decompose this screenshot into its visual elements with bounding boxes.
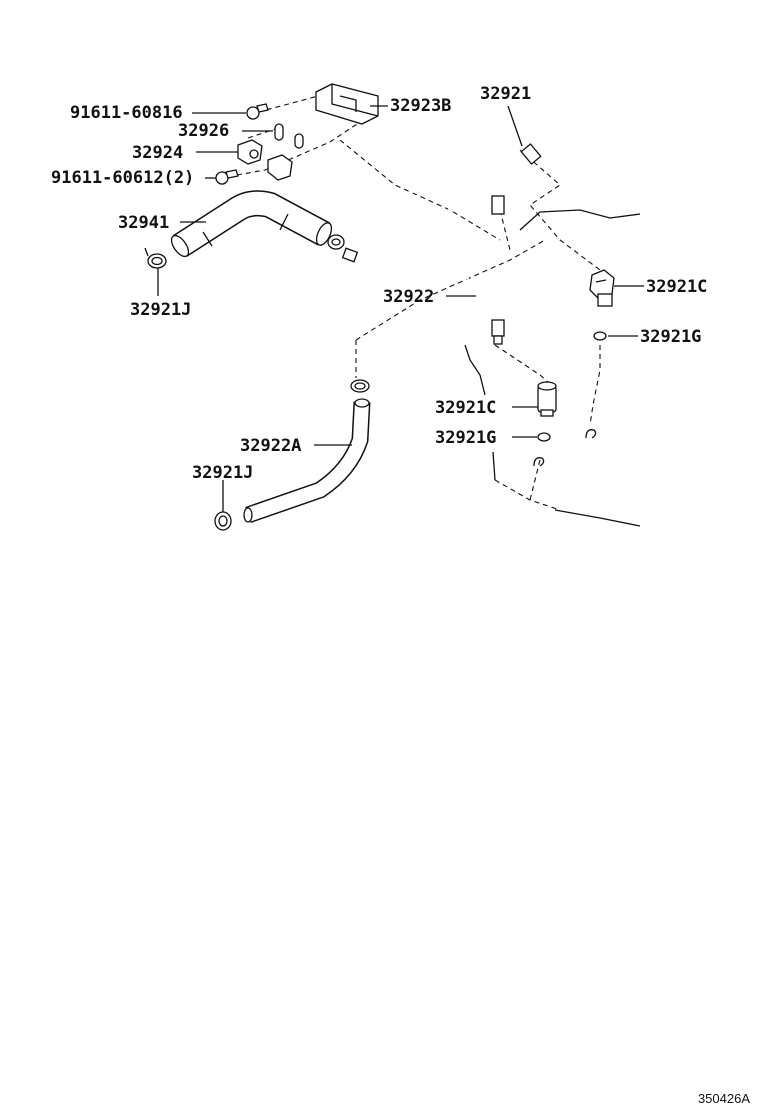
- label-32921C-mid: 32921C: [435, 398, 496, 418]
- label-32921G-mid: 32921G: [435, 428, 496, 448]
- label-32923B: 32923B: [390, 96, 451, 116]
- clamp-32922A-top[interactable]: [350, 379, 370, 393]
- clamp-32921J-top[interactable]: [144, 247, 167, 269]
- pipe-32922[interactable]: [446, 160, 505, 345]
- clamp-32921J-bottom[interactable]: [214, 511, 232, 531]
- connector-32921C-right[interactable]: [589, 269, 615, 307]
- label-32921J-bottom: 32921J: [192, 463, 253, 483]
- label-32921C-right: 32921C: [646, 277, 707, 297]
- gasket-32921G-right[interactable]: [593, 331, 607, 341]
- assembly-dashed-lines: [236, 95, 601, 511]
- gasket-32921G-mid[interactable]: [537, 432, 551, 442]
- label-91611-60816: 91611-60816: [70, 103, 183, 123]
- engine-port-marks: [533, 429, 597, 467]
- pin-32926[interactable]: [274, 123, 304, 149]
- label-32926: 32926: [178, 121, 229, 141]
- hose-32922A[interactable]: [243, 398, 371, 524]
- engine-outline: [464, 209, 641, 527]
- label-32921G-right: 32921G: [640, 327, 701, 347]
- label-32922A: 32922A: [240, 436, 301, 456]
- connector-32921C-mid[interactable]: [537, 381, 557, 417]
- bracket-32923B[interactable]: [315, 83, 379, 125]
- clamp-32924[interactable]: [237, 139, 293, 181]
- clamp-hose-end[interactable]: [327, 234, 345, 250]
- hose-32941[interactable]: [168, 190, 334, 259]
- pipe-32921[interactable]: [341, 111, 542, 278]
- part-labels: 91611-60816 32926 32924 91611-60612(2) 3…: [51, 84, 707, 483]
- label-32921J-top: 32921J: [130, 300, 191, 320]
- drawing-code: 350426A: [698, 1091, 750, 1106]
- label-32921: 32921: [480, 84, 531, 104]
- label-91611-60612: 91611-60612(2): [51, 168, 194, 188]
- leader-lines: [157, 105, 644, 512]
- label-32924: 32924: [132, 143, 183, 163]
- bolt-91611-60612[interactable]: [215, 169, 239, 185]
- bolt-91611-60816[interactable]: [246, 103, 269, 120]
- label-32941: 32941: [118, 213, 169, 233]
- label-32922: 32922: [383, 287, 434, 307]
